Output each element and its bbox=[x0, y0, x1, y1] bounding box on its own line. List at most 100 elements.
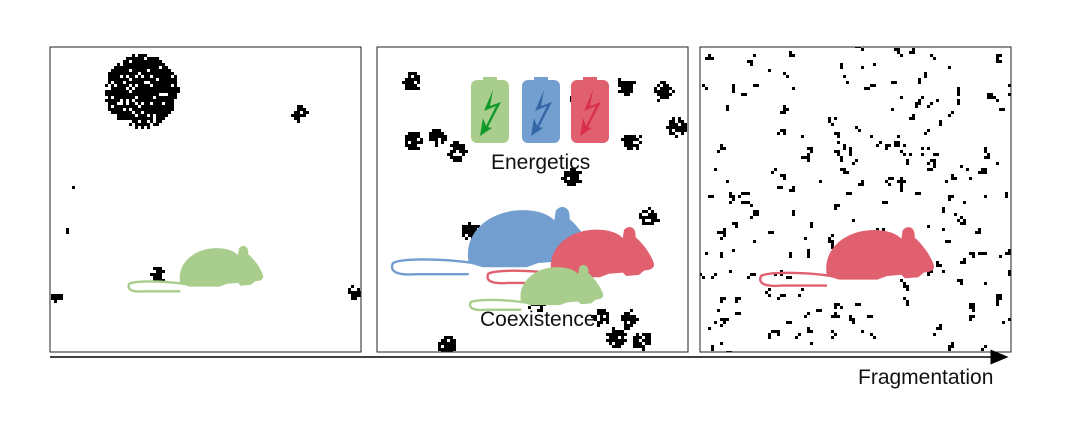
habitat-patch bbox=[837, 135, 840, 138]
habitat-patch bbox=[645, 336, 648, 339]
habitat-patch bbox=[405, 138, 408, 141]
habitat-patch bbox=[120, 78, 123, 81]
habitat-patch bbox=[819, 180, 822, 183]
habitat-patch bbox=[351, 297, 354, 300]
habitat-patch bbox=[846, 171, 849, 174]
habitat-patch bbox=[411, 135, 414, 138]
habitat-patch bbox=[165, 81, 168, 84]
habitat-patch bbox=[126, 117, 129, 120]
habitat-patch bbox=[51, 294, 54, 297]
habitat-patch bbox=[594, 315, 597, 318]
habitat-patch bbox=[861, 180, 864, 183]
habitat-patch bbox=[720, 231, 723, 234]
habitat-patch bbox=[573, 174, 576, 177]
habitat-patch bbox=[438, 348, 441, 351]
habitat-patch bbox=[150, 81, 153, 84]
habitat-patch bbox=[168, 90, 171, 93]
habitat-patch bbox=[942, 228, 945, 231]
habitat-patch bbox=[147, 126, 150, 129]
habitat-patch bbox=[639, 213, 642, 216]
habitat-patch bbox=[177, 90, 180, 93]
habitat-patch bbox=[168, 87, 171, 90]
habitat-patch bbox=[771, 330, 774, 333]
habitat-patch bbox=[411, 132, 414, 135]
habitat-patch bbox=[906, 162, 909, 165]
habitat-patch bbox=[663, 87, 666, 90]
habitat-patch bbox=[1002, 108, 1005, 111]
habitat-patch bbox=[153, 60, 156, 63]
habitat-patch bbox=[681, 120, 684, 123]
habitat-patch bbox=[144, 84, 147, 87]
habitat-patch bbox=[117, 117, 120, 120]
habitat-patch bbox=[117, 72, 120, 75]
habitat-patch bbox=[123, 117, 126, 120]
habitat-patch bbox=[792, 189, 795, 192]
habitat-patch bbox=[135, 117, 138, 120]
habitat-patch bbox=[753, 213, 756, 216]
habitat-patch bbox=[930, 102, 933, 105]
habitat-patch bbox=[615, 339, 618, 342]
habitat-patch bbox=[912, 117, 915, 120]
habitat-patch bbox=[450, 348, 453, 351]
habitat-patch bbox=[939, 123, 942, 126]
habitat-patch bbox=[807, 330, 810, 333]
habitat-patch bbox=[636, 339, 639, 342]
habitat-patch bbox=[792, 87, 795, 90]
habitat-patch bbox=[849, 153, 852, 156]
habitat-patch bbox=[144, 111, 147, 114]
habitat-patch bbox=[969, 306, 972, 309]
habitat-patch bbox=[159, 267, 162, 270]
habitat-patch bbox=[153, 99, 156, 102]
habitat-patch bbox=[174, 93, 177, 96]
habitat-patch bbox=[141, 120, 144, 123]
habitat-patch bbox=[933, 159, 936, 162]
habitat-patch bbox=[1005, 192, 1008, 195]
habitat-patch bbox=[621, 315, 624, 318]
habitat-patch bbox=[729, 192, 732, 195]
habitat-patch bbox=[915, 102, 918, 105]
habitat-patch bbox=[459, 159, 462, 162]
habitat-patch bbox=[972, 306, 975, 309]
habitat-patch bbox=[792, 186, 795, 189]
habitat-patch bbox=[438, 345, 441, 348]
habitat-patch bbox=[156, 108, 159, 111]
habitat-patch bbox=[627, 87, 630, 90]
habitat-patch bbox=[855, 303, 858, 306]
habitat-patch bbox=[945, 240, 948, 243]
habitat-patch bbox=[123, 78, 126, 81]
habitat-patch bbox=[150, 120, 153, 123]
habitat-patch bbox=[153, 273, 156, 276]
habitat-patch bbox=[570, 183, 573, 186]
habitat-patch bbox=[159, 102, 162, 105]
habitat-patch bbox=[810, 342, 813, 345]
habitat-patch bbox=[138, 102, 141, 105]
habitat-patch bbox=[981, 252, 984, 255]
habitat-patch bbox=[60, 294, 63, 297]
habitat-patch bbox=[753, 273, 756, 276]
habitat-patch bbox=[642, 345, 645, 348]
habitat-patch bbox=[891, 108, 894, 111]
habitat-patch bbox=[999, 297, 1002, 300]
habitat-patch bbox=[135, 105, 138, 108]
habitat-patch bbox=[996, 294, 999, 297]
habitat-patch bbox=[669, 129, 672, 132]
habitat-patch bbox=[174, 75, 177, 78]
habitat-patch bbox=[906, 159, 909, 162]
lightning-bolt-icon bbox=[580, 90, 601, 136]
habitat-patch bbox=[807, 159, 810, 162]
habitat-patch bbox=[708, 57, 711, 60]
habitat-patch bbox=[114, 87, 117, 90]
habitat-patch bbox=[645, 333, 648, 336]
habitat-patch bbox=[54, 300, 57, 303]
habitat-patch bbox=[111, 108, 114, 111]
habitat-patch bbox=[780, 186, 783, 189]
habitat-patch bbox=[306, 111, 309, 114]
habitat-patch bbox=[645, 210, 648, 213]
habitat-patch bbox=[153, 102, 156, 105]
habitat-patch bbox=[171, 93, 174, 96]
habitat-patch bbox=[618, 330, 621, 333]
habitat-patch bbox=[996, 60, 999, 63]
habitat-patch bbox=[873, 84, 876, 87]
habitat-patch bbox=[663, 84, 666, 87]
habitat-patch bbox=[135, 99, 138, 102]
